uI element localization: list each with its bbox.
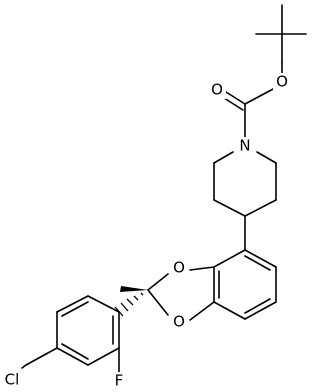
hash-mark bbox=[133, 295, 139, 301]
bond bbox=[56, 347, 89, 366]
bond bbox=[213, 301, 246, 320]
bond bbox=[61, 343, 89, 360]
atom-label-o-dioxole-top: O bbox=[173, 259, 185, 277]
bond bbox=[213, 199, 246, 217]
bond bbox=[25, 347, 58, 366]
methyl-wedge bbox=[120, 286, 148, 292]
benzodioxole-benzene-ring bbox=[213, 249, 277, 320]
bond bbox=[87, 347, 120, 366]
bond bbox=[56, 295, 89, 313]
atom-label-o-ester: O bbox=[276, 73, 288, 91]
label-bg bbox=[208, 81, 226, 99]
bond bbox=[189, 266, 215, 271]
label-bg bbox=[273, 73, 291, 91]
atom-labels: O O N O O F Cl bbox=[0, 73, 291, 390]
dioxole-ring bbox=[147, 266, 215, 321]
label-bg bbox=[0, 371, 24, 389]
bond bbox=[244, 199, 277, 217]
hash-mark bbox=[140, 292, 144, 296]
tert-butyl-group bbox=[255, 4, 307, 64]
bond bbox=[61, 301, 89, 317]
bond bbox=[87, 295, 120, 313]
bond bbox=[147, 289, 169, 316]
chlorofluorophenyl-ring bbox=[25, 295, 120, 373]
label-bg bbox=[170, 313, 188, 331]
bond bbox=[223, 97, 244, 111]
label-bg bbox=[170, 259, 188, 277]
piperidine-ring bbox=[213, 151, 277, 251]
atom-label-o-dioxole-bottom: O bbox=[173, 313, 185, 331]
label-bg bbox=[236, 137, 254, 155]
atom-label-f: F bbox=[115, 372, 124, 390]
bond bbox=[213, 249, 246, 268]
bond bbox=[256, 151, 277, 164]
carbamate-group bbox=[223, 62, 283, 139]
bond bbox=[225, 91, 246, 105]
hash-mark bbox=[126, 298, 134, 306]
atom-label-n-piperidine: N bbox=[239, 137, 250, 155]
atom-label-o-carbonyl: O bbox=[211, 81, 223, 99]
hash-mark bbox=[120, 302, 129, 312]
bond bbox=[147, 273, 169, 291]
bond bbox=[213, 151, 234, 164]
bond bbox=[189, 301, 215, 321]
bond bbox=[244, 87, 276, 105]
atom-label-cl: Cl bbox=[5, 371, 20, 389]
wedge-bond bbox=[120, 286, 148, 292]
bond bbox=[21, 364, 27, 369]
bond bbox=[244, 301, 277, 320]
label-bg bbox=[111, 372, 127, 390]
bond bbox=[244, 298, 271, 314]
bond bbox=[244, 255, 271, 271]
bond bbox=[244, 249, 277, 268]
